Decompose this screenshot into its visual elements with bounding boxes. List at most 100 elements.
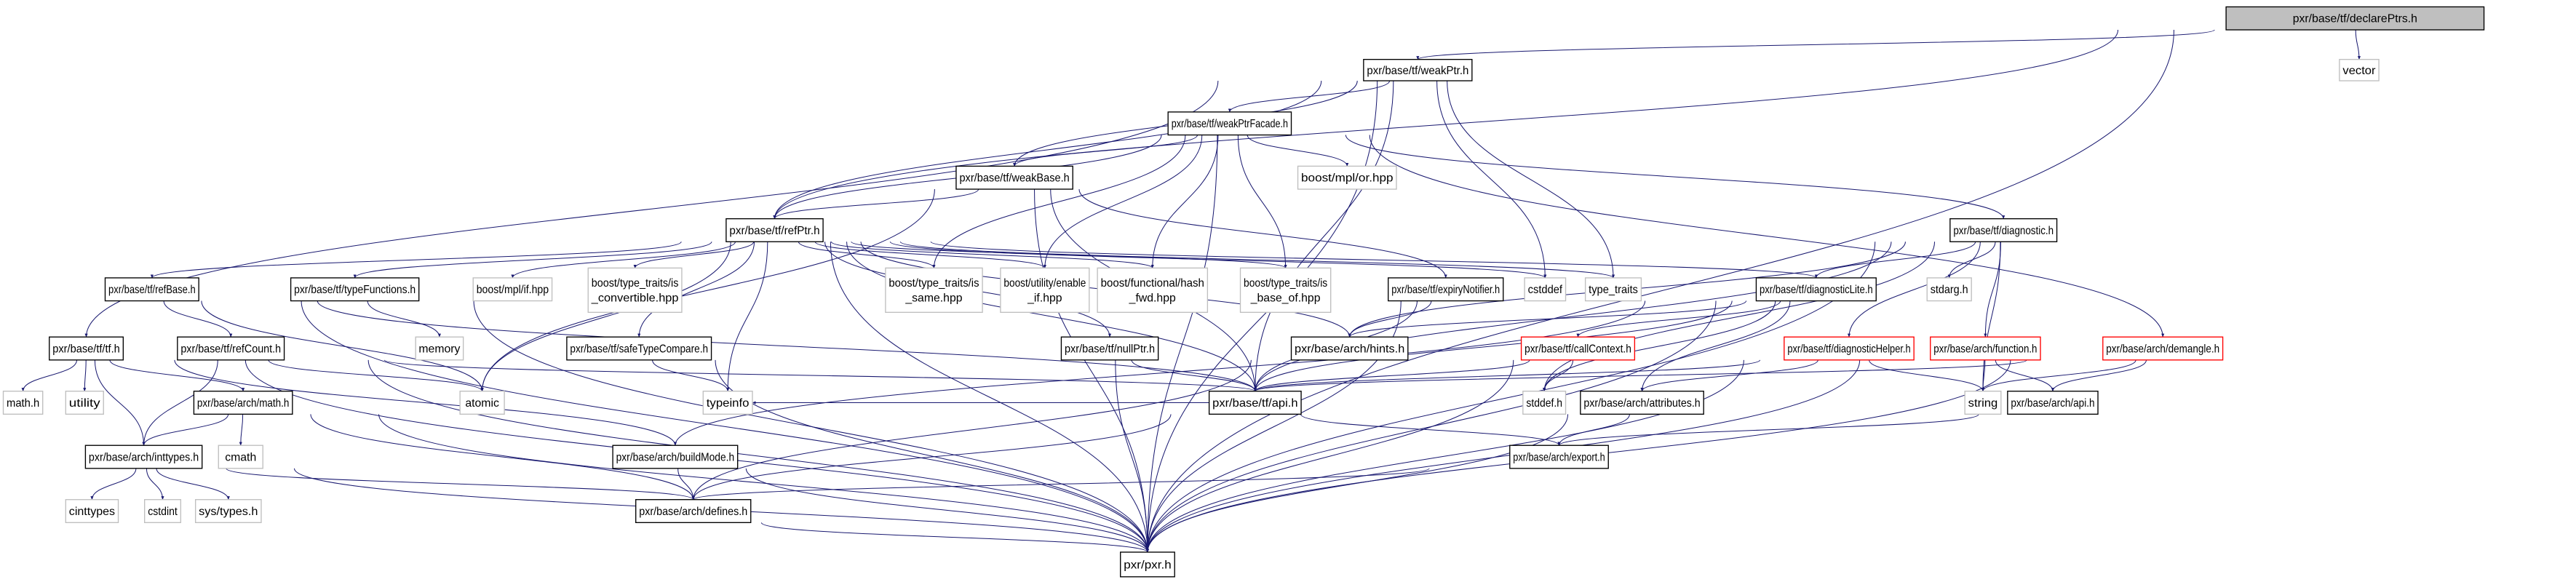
node-tf-api[interactable]: pxr/base/tf/api.h xyxy=(1208,391,1302,415)
node-label: pxr/base/tf/refBase.h xyxy=(108,284,196,296)
edge-weak-ptr-to-cstddef xyxy=(1436,81,1547,279)
edge-diagnostic-to-diagnostic-lite xyxy=(1814,242,1976,279)
node-box xyxy=(1926,277,1972,302)
node-label: pxr/base/arch/hints.h xyxy=(1295,343,1404,355)
node-ref-base[interactable]: pxr/base/tf/refBase.h xyxy=(104,277,199,302)
node-demangle[interactable]: pxr/base/arch/demangle.h xyxy=(2102,336,2224,361)
node-declare-ptrs[interactable]: pxr/base/tf/declarePtrs.h xyxy=(2225,6,2485,31)
edge-diagnostic-helper-to-tf-api xyxy=(1253,359,1761,392)
node-inttypes[interactable]: pxr/base/arch/inttypes.h xyxy=(84,445,203,469)
node-build-mode[interactable]: pxr/base/arch/buildMode.h xyxy=(612,445,739,469)
edge-ref-base-to-ref-count xyxy=(163,300,233,338)
edge-call-context-to-tf-api xyxy=(1253,359,1530,392)
node-label: boost/mpl/if.hpp xyxy=(477,284,549,296)
node-box xyxy=(587,267,683,314)
node-box xyxy=(1208,391,1302,415)
node-stdarg: stdarg.h xyxy=(1926,277,1972,302)
node-box xyxy=(885,267,983,314)
node-box xyxy=(290,277,420,302)
edge-call-context-to-pxr xyxy=(1145,359,1514,553)
node-ref-count[interactable]: pxr/base/tf/refCount.h xyxy=(177,336,285,361)
node-pxr[interactable]: pxr/pxr.h xyxy=(1120,551,1175,578)
node-label: pxr/base/arch/demangle.h xyxy=(2106,343,2219,355)
edge-arch-math-to-cmath xyxy=(239,414,244,446)
edge-weak-ptr-to-type-traits xyxy=(1447,81,1615,279)
node-ref-ptr[interactable]: pxr/base/tf/refPtr.h xyxy=(726,218,824,242)
node-string: string xyxy=(1964,391,2002,415)
node-attributes[interactable]: pxr/base/arch/attributes.h xyxy=(1580,391,1704,415)
nodes-layer: pxr/base/tf/declarePtrs.h pxr/base/tf/wea… xyxy=(2,6,2485,578)
node-weak-ptr-facade[interactable]: pxr/base/tf/weakPtrFacade.h xyxy=(1167,111,1292,136)
edge-ref-count-to-pxr xyxy=(367,359,1149,553)
edge-ref-ptr-to-diagnostic-lite xyxy=(930,241,1818,279)
edge-null-ptr-to-tf-api xyxy=(1131,359,1257,392)
node-label: pxr/base/arch/function.h xyxy=(1933,343,2037,355)
node-box xyxy=(1964,391,2002,415)
node-label: string xyxy=(1968,397,1998,410)
node-export[interactable]: pxr/base/arch/export.h xyxy=(1509,445,1609,469)
node-arch-math[interactable]: pxr/base/arch/math.h xyxy=(193,391,293,415)
node-function[interactable]: pxr/base/arch/function.h xyxy=(1930,336,2041,361)
edge-weak-ptr-to-ref-ptr xyxy=(773,81,1322,220)
edge-arch-math-to-pxr xyxy=(378,414,1149,553)
edge-weak-ptr-facade-to-diagnostic xyxy=(1345,135,2005,220)
node-expiry-notifier[interactable]: pxr/base/tf/expiryNotifier.h xyxy=(1388,277,1504,302)
node-label: pxr/base/arch/inttypes.h xyxy=(89,451,199,463)
node-hints[interactable]: pxr/base/arch/hints.h xyxy=(1290,336,1409,361)
edge-ref-count-to-tf-api xyxy=(383,359,1257,392)
node-label: _fwd.hpp xyxy=(1129,292,1176,304)
edge-tf-to-utility xyxy=(83,359,87,392)
node-type-functions[interactable]: pxr/base/tf/typeFunctions.h xyxy=(290,277,420,302)
node-arch-api[interactable]: pxr/base/arch/api.h xyxy=(2007,391,2099,415)
edge-demangle-to-tf-api xyxy=(1254,359,2027,392)
edge-diagnostic-to-string xyxy=(1981,242,2001,392)
edge-ref-base-to-atomic xyxy=(201,300,484,392)
edge-weak-ptr-to-weak-ptr-facade xyxy=(1228,80,1391,113)
edge-weak-base-to-pxr xyxy=(1034,189,1149,553)
edge-tf-api-to-export xyxy=(1300,413,1561,446)
node-box xyxy=(472,277,553,302)
node-safe-type-compare[interactable]: pxr/base/tf/safeTypeCompare.h xyxy=(566,336,712,361)
node-label: cinttypes xyxy=(69,506,115,518)
node-cstdint: cstdint xyxy=(143,499,182,524)
edge-arch-math-to-defines xyxy=(310,414,695,501)
node-call-context[interactable]: pxr/base/tf/callContext.h xyxy=(1520,336,1636,361)
edge-defines-to-pxr xyxy=(760,522,1149,553)
node-memory: memory xyxy=(415,336,464,361)
node-box xyxy=(2339,58,2380,81)
edge-diagnostic-lite-to-hints xyxy=(1348,300,1747,338)
node-label: _if.hpp xyxy=(1027,292,1062,304)
node-diagnostic-lite[interactable]: pxr/base/tf/diagnosticLite.h xyxy=(1755,277,1877,302)
edge-build-mode-to-defines xyxy=(677,468,695,501)
edge-weak-base-to-ref-ptr xyxy=(773,188,979,220)
node-diagnostic[interactable]: pxr/base/tf/diagnostic.h xyxy=(1949,218,2058,242)
node-label: boost/type_traits/is xyxy=(889,277,979,290)
node-label: pxr/base/tf/api.h xyxy=(1212,397,1297,410)
node-defines[interactable]: pxr/base/arch/defines.h xyxy=(635,499,752,524)
edge-diagnostic-to-stddef xyxy=(1543,242,1936,392)
edge-diagnostic-to-pxr xyxy=(1145,242,1876,553)
node-box xyxy=(84,445,203,469)
node-weak-ptr[interactable]: pxr/base/tf/weakPtr.h xyxy=(1363,58,1473,81)
edge-declare-ptrs-to-vector xyxy=(2355,30,2361,60)
node-null-ptr[interactable]: pxr/base/tf/nullPtr.h xyxy=(1060,336,1159,361)
node-diagnostic-helper[interactable]: pxr/base/tf/diagnosticHelper.h xyxy=(1784,336,1915,361)
node-tf[interactable]: pxr/base/tf/tf.h xyxy=(49,336,124,361)
edge-diagnostic-lite-to-tf-api xyxy=(1253,300,1733,392)
node-sys-types: sys/types.h xyxy=(194,499,262,524)
node-box xyxy=(1524,277,1567,302)
edge-diagnostic-to-function xyxy=(1984,242,2001,338)
edge-tf-to-arch-math xyxy=(109,359,245,392)
edge-weak-ptr-facade-to-is-base-of xyxy=(1237,135,1287,268)
node-cinttypes: cinttypes xyxy=(65,499,119,524)
node-label: pxr/base/tf/safeTypeCompare.h xyxy=(570,343,708,355)
node-box xyxy=(1363,58,1473,81)
edge-ref-ptr-to-safe-type-compare xyxy=(637,242,755,338)
edge-weak-ptr-facade-to-enable-if xyxy=(1043,135,1203,268)
edge-attributes-to-pxr xyxy=(1145,414,1569,553)
node-label: utility xyxy=(69,397,100,410)
edge-safe-type-compare-to-pxr xyxy=(715,359,1149,553)
node-label: cstdint xyxy=(148,506,178,518)
node-box xyxy=(2102,336,2224,361)
node-weak-base[interactable]: pxr/base/tf/weakBase.h xyxy=(955,165,1073,190)
